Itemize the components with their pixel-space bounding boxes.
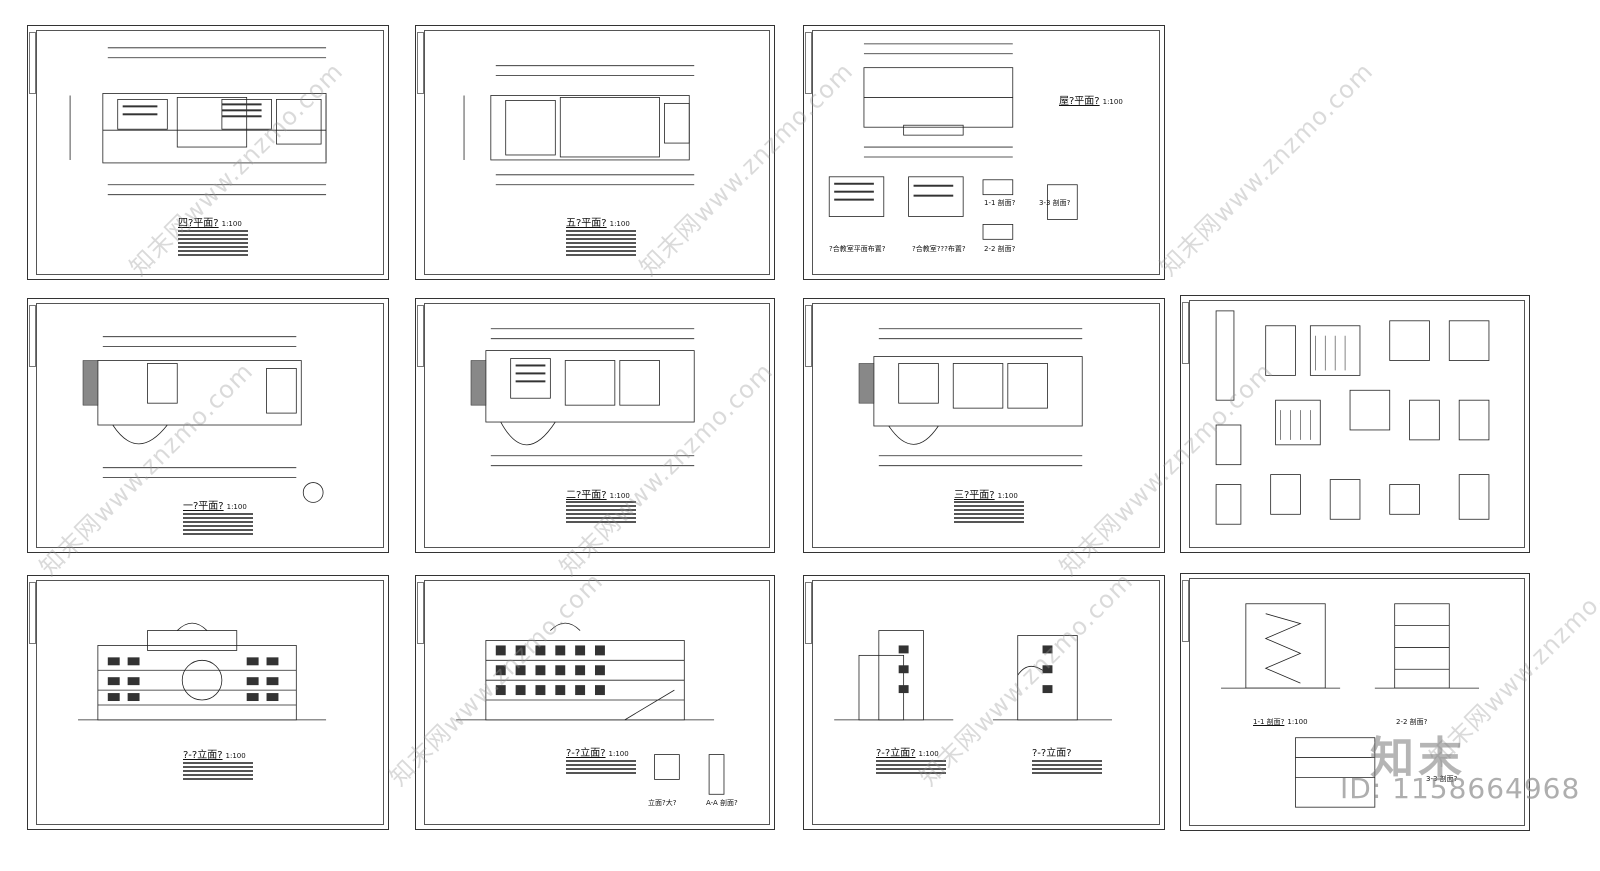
title-block-strip bbox=[29, 582, 36, 644]
notes-block bbox=[566, 499, 636, 525]
notes-block bbox=[183, 511, 253, 537]
sub-label: 2-2 剖面? bbox=[984, 245, 1016, 253]
sheet-scale: 1:100 bbox=[608, 750, 629, 758]
sub-label: 3-3 剖面? bbox=[1426, 775, 1458, 783]
title-block-strip bbox=[29, 305, 36, 367]
sub-label: 2-2 剖面? bbox=[1396, 718, 1428, 726]
title-block-strip bbox=[417, 305, 424, 367]
sub-label: 3-3 剖面? bbox=[1039, 199, 1071, 207]
drawing-sheet-details[interactable] bbox=[1180, 295, 1530, 553]
drawing-sheet-sections[interactable]: 1-1 剖面?1:100 2-2 剖面? 3-3 剖面? bbox=[1180, 573, 1530, 831]
floor-plan-drawing bbox=[470, 328, 695, 467]
notes-block bbox=[183, 760, 253, 782]
notes-block bbox=[566, 228, 636, 258]
sub-label: ?合教室平面布置? bbox=[829, 245, 886, 253]
drawing-sheet-front-elevation[interactable]: ?-?立面?1:100 bbox=[27, 575, 389, 830]
elevation-drawing bbox=[834, 630, 1112, 721]
sheet-title: 一?平面? bbox=[183, 501, 224, 512]
drawing-sheet-side-elevations[interactable]: ?-?立面?1:100 ?-?立面? bbox=[803, 575, 1165, 830]
sheet-scale: 1:100 bbox=[225, 752, 246, 760]
sub-label: A-A 剖面? bbox=[706, 799, 738, 807]
notes-block bbox=[566, 758, 636, 776]
sheet-scale: 1:100 bbox=[1102, 98, 1123, 106]
title-block-strip bbox=[417, 582, 424, 644]
notes-block bbox=[178, 228, 248, 258]
detail-drawings bbox=[1215, 310, 1490, 525]
section-drawings bbox=[1221, 603, 1480, 808]
notes-block bbox=[876, 758, 946, 776]
title-block-strip bbox=[1182, 580, 1189, 642]
title-block-strip bbox=[1182, 302, 1189, 364]
drawing-sheet-5th-floor-plan[interactable]: 五?平面?1:100 bbox=[415, 25, 775, 280]
drawing-sheet-2nd-floor-plan[interactable]: 二?平面?1:100 bbox=[415, 298, 775, 553]
sheet-title: ?-?立面? bbox=[183, 750, 223, 761]
sheet-title: 1-1 剖面? bbox=[1253, 718, 1285, 726]
notes-block bbox=[954, 499, 1024, 525]
brand-watermark: 知末 bbox=[1370, 733, 1466, 784]
drawing-sheet-4th-floor-plan[interactable]: 四?平面?1:100 bbox=[27, 25, 389, 280]
drawing-sheet-1st-floor-plan[interactable]: 一?平面?1:100 bbox=[27, 298, 389, 553]
elevation-drawing bbox=[78, 622, 327, 721]
floor-plan-drawing bbox=[69, 47, 327, 196]
sheet-scale: 1:100 bbox=[918, 750, 939, 758]
sub-label: ?-?立面? bbox=[1032, 748, 1072, 759]
drawing-sheet-rear-elevation[interactable]: ?-?立面?1:100 立面?大? A-A 剖面? bbox=[415, 575, 775, 830]
title-block-strip bbox=[805, 32, 812, 94]
title-block-strip bbox=[29, 32, 36, 94]
sheet-scale: 1:100 bbox=[609, 492, 630, 500]
floor-plan-drawing bbox=[463, 65, 695, 186]
notes-block bbox=[1032, 758, 1102, 776]
watermark: 知末网www.znzmo.com bbox=[1154, 57, 1379, 282]
drawing-sheet-roof-plan[interactable]: 屋?平面?1:100 ?合教室平面布置? ?合教室???布置? 1-1 剖面? … bbox=[803, 25, 1165, 280]
sheet-scale: 1:100 bbox=[221, 220, 242, 228]
sheet-title: 三?平面? bbox=[954, 490, 995, 501]
drawing-sheet-3rd-floor-plan[interactable]: 三?平面?1:100 bbox=[803, 298, 1165, 553]
sheet-title: 屋?平面? bbox=[1059, 96, 1100, 107]
title-block-strip bbox=[805, 582, 812, 644]
sheet-title: ?-?立面? bbox=[876, 748, 916, 759]
sub-label: ?合教室???布置? bbox=[912, 245, 966, 253]
title-block-strip bbox=[805, 305, 812, 367]
floor-plan-drawing bbox=[82, 336, 324, 503]
sub-label: 立面?大? bbox=[648, 799, 677, 807]
elevation-drawing bbox=[456, 622, 725, 795]
sheet-scale: 1:100 bbox=[609, 220, 630, 228]
floor-plan-drawing bbox=[858, 328, 1083, 467]
sheet-scale: 1:100 bbox=[1287, 718, 1308, 726]
sheet-scale: 1:100 bbox=[226, 503, 247, 511]
id-label: ID: 1158664968 bbox=[1340, 772, 1581, 805]
sheet-title: 五?平面? bbox=[566, 218, 607, 229]
sub-label: 1-1 剖面? bbox=[984, 199, 1016, 207]
sheet-title: ?-?立面? bbox=[566, 748, 606, 759]
sheet-scale: 1:100 bbox=[997, 492, 1018, 500]
sheet-title: 二?平面? bbox=[566, 490, 607, 501]
title-block-strip bbox=[417, 32, 424, 94]
roof-plan-drawing bbox=[828, 43, 1078, 240]
sheet-title: 四?平面? bbox=[178, 218, 219, 229]
